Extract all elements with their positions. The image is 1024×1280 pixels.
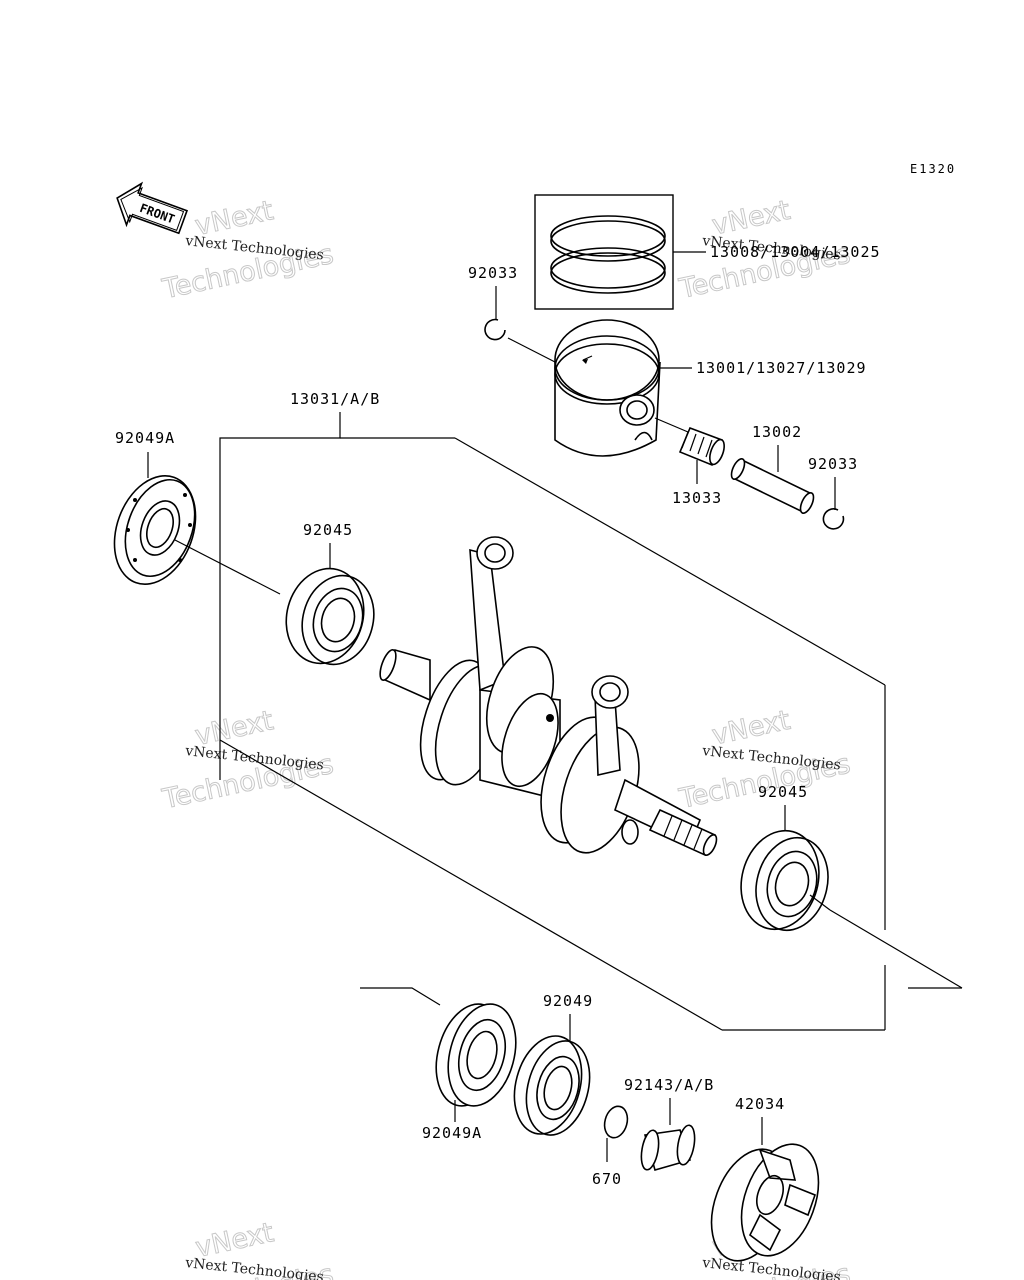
label-crank-assy: 13031/A/B (290, 390, 380, 408)
circlip-right: 92033 (808, 455, 858, 530)
piston-pin: 13002 (730, 423, 815, 514)
label-oring: 670 (592, 1170, 622, 1188)
svg-text:vNext Technologies: vNext Technologies (184, 1255, 325, 1280)
label-sleeve: 92143/A/B (624, 1076, 714, 1094)
label-oil-seal-top: 92049A (115, 429, 175, 447)
front-arrow-icon: FRONT (116, 181, 189, 235)
coupling: 42034 (710, 1095, 820, 1262)
label-bearing-top: 92045 (303, 521, 353, 539)
svg-text:vNext Technologies: vNext Technologies (701, 1255, 842, 1280)
needle-bearing: 13033 (654, 417, 725, 507)
watermark-bottom-left: vNext Technologies vNext Technologies (159, 1217, 337, 1280)
o-ring: 670 (592, 1105, 629, 1188)
bearing-top: 92045 (285, 521, 375, 666)
label-coupling: 42034 (735, 1095, 785, 1113)
label-bearing-right: 92045 (758, 783, 808, 801)
label-oil-seal-bottom: 92049A (422, 1124, 482, 1142)
circlip-top: 92033 (468, 264, 556, 363)
diagram-code: E1320 (910, 162, 956, 176)
watermark-mid-left: vNext Technologies vNext Technologies (159, 705, 337, 816)
piston-rings: 13008/13004/13025 (534, 194, 881, 310)
assembly-bracket (219, 412, 963, 1031)
label-clip-right: 92033 (808, 455, 858, 473)
piston: 13001/13027/13029 (554, 319, 867, 457)
sleeve: 92143/A/B (624, 1076, 714, 1171)
oil-seal-bottom: 92049A (422, 1003, 517, 1142)
bearing-right: 92045 (740, 783, 831, 932)
oil-seal-top: 92049A (113, 429, 281, 595)
label-bearing-bottom: 92049 (543, 992, 593, 1010)
label-needle-bearing: 13033 (672, 489, 722, 507)
label-clip-top: 92033 (468, 264, 518, 282)
bearing-bottom: 92049 (513, 992, 593, 1136)
label-rings: 13008/13004/13025 (710, 243, 881, 261)
label-pin: 13002 (752, 423, 802, 441)
crankshaft (379, 536, 718, 857)
label-piston: 13001/13027/13029 (696, 359, 867, 377)
